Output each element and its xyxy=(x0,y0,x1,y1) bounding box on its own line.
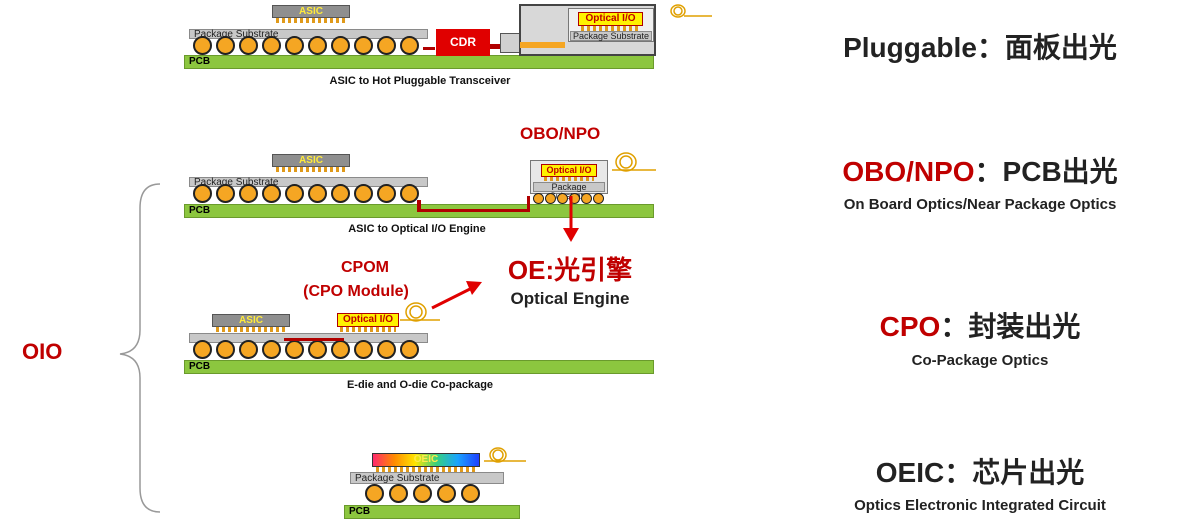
trace-vertical-left xyxy=(417,200,421,212)
obo-suffix: ：PCB出光 xyxy=(974,156,1118,187)
cpom-arrow-icon xyxy=(431,281,482,310)
cpo-prefix: CPO xyxy=(879,311,941,342)
signal-trace xyxy=(423,47,435,50)
caption-cpo: E-die and O-die Co-package xyxy=(346,379,494,391)
package-substrate: Package Substrate xyxy=(189,29,428,40)
trace-vertical-right xyxy=(527,196,530,212)
asic-bumps xyxy=(276,18,346,23)
signal-trace xyxy=(284,338,344,341)
fiber-coil-icon xyxy=(400,302,440,322)
cpom-title: CPOM xyxy=(341,259,389,276)
obo-prefix: OBO/NPO xyxy=(842,156,975,187)
obo-npo-label: OBO/NPO xyxy=(520,124,601,143)
module-edge xyxy=(520,42,565,48)
optical-io-chip: Optical I/O xyxy=(541,164,597,177)
trace-horizontal xyxy=(417,209,530,212)
down-arrow-icon xyxy=(563,196,579,242)
oeic-chip: OEIC xyxy=(372,453,480,467)
pluggable-prefix: Pluggable xyxy=(843,32,977,63)
fiber-coil-icon xyxy=(484,447,526,463)
optical-io-bumps xyxy=(581,26,639,31)
asic-chip: ASIC xyxy=(272,5,350,18)
fiber-coil-icon xyxy=(612,152,656,172)
asic-bumps xyxy=(216,327,286,332)
optical-io-bumps xyxy=(544,177,594,181)
caption-pluggable: ASIC to Hot Pluggable Transceiver xyxy=(329,75,511,87)
optical-engine-label: OE:光引擎 Optical Engine xyxy=(480,254,660,310)
oeic-prefix: OEIC xyxy=(875,457,945,488)
obo-title: OBO/NPO：PCB出光 xyxy=(790,150,1170,190)
pluggable-suffix: ：面板出光 xyxy=(976,32,1117,63)
package-substrate: Package Substrate xyxy=(350,472,504,484)
module-substrate: Package Substrate xyxy=(570,31,652,41)
cpo-title: CPO：封装出光 xyxy=(810,305,1150,345)
cpom-label: CPOM (CPO Module) xyxy=(303,256,410,304)
fiber-coil-icon xyxy=(670,4,712,18)
pcb-board: PCB xyxy=(184,55,654,69)
asic-chip: ASIC xyxy=(212,314,290,327)
caption-obo: ASIC to Optical I/O Engine xyxy=(348,223,486,235)
asic-chip: ASIC xyxy=(272,154,350,167)
curly-brace-icon xyxy=(119,183,161,513)
obo-subtitle: On Board Optics/Near Package Optics xyxy=(843,196,1117,213)
oe-title: OE:光引擎 xyxy=(507,255,633,285)
cpo-suffix: ：封装出光 xyxy=(940,311,1081,342)
optical-io-chip: Optical I/O xyxy=(578,12,643,26)
optical-io-chip: Optical I/O xyxy=(337,313,399,327)
oeic-subtitle: Optics Electronic Integrated Circuit xyxy=(854,497,1106,514)
engine-substrate: Package Substrate xyxy=(533,182,605,201)
pcb-board: PCB xyxy=(344,505,520,519)
cpo-subtitle: Co-Package Optics xyxy=(911,352,1049,369)
oe-subtitle: Optical Engine xyxy=(510,289,630,308)
asic-bumps xyxy=(276,167,346,172)
oeic-suffix: ：芯片出光 xyxy=(944,457,1085,488)
oio-label: OIO xyxy=(22,339,63,364)
pluggable-title: Pluggable：面板出光 xyxy=(810,26,1150,66)
cdr-chip: CDR xyxy=(436,29,490,56)
optical-io-bumps xyxy=(340,327,396,332)
oeic-bumps xyxy=(376,467,476,472)
package-substrate: Package Substrate xyxy=(189,177,428,188)
pcb-board: PCB xyxy=(184,360,654,374)
cpom-subtitle: (CPO Module) xyxy=(303,283,409,300)
oeic-title: OEIC：芯片出光 xyxy=(810,451,1150,491)
